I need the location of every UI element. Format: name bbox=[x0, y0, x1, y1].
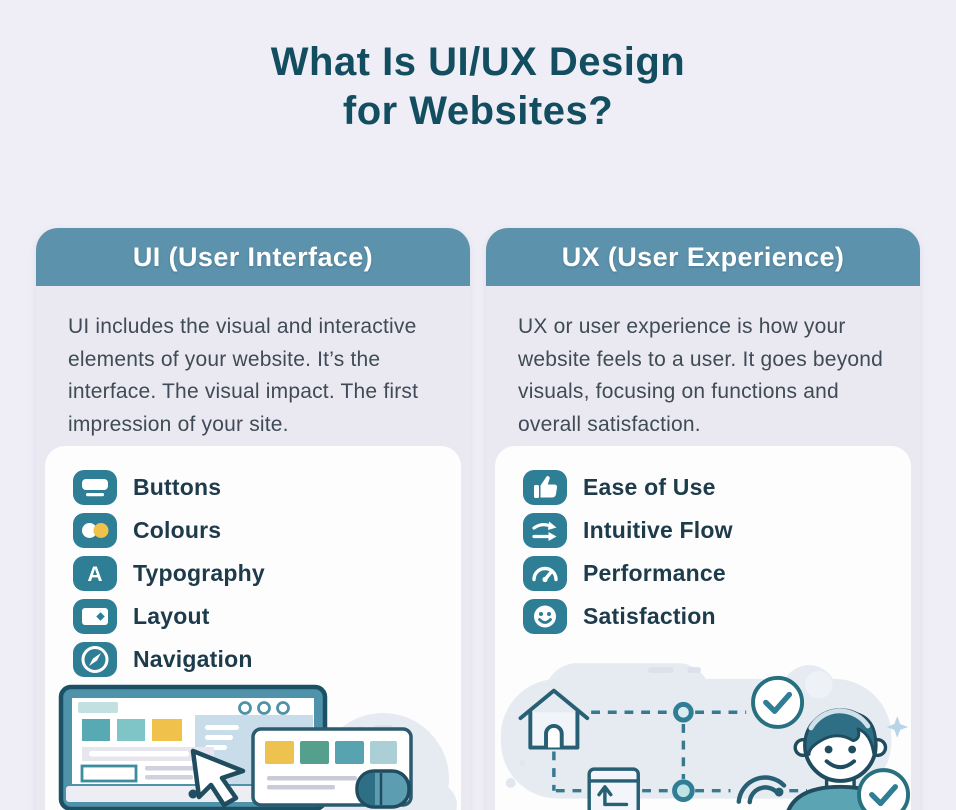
ux-card: UX (User Experience) UX or user experien… bbox=[486, 228, 920, 810]
ux-card-panel: Ease of Use Intuitive Flow bbox=[495, 446, 911, 810]
letter-a-icon: A bbox=[73, 556, 117, 591]
page-title: What Is UI/UX Design for Websites? bbox=[0, 38, 956, 136]
thumbs-up-icon bbox=[523, 470, 567, 505]
smiley-icon bbox=[523, 599, 567, 634]
list-item-label: Layout bbox=[133, 603, 210, 629]
list-item-label: Satisfaction bbox=[583, 603, 716, 629]
list-item: Ease of Use bbox=[523, 470, 911, 505]
ui-card: UI (User Interface) UI includes the visu… bbox=[36, 228, 470, 810]
list-item: Layout bbox=[73, 599, 461, 634]
ui-card-description: UI includes the visual and interactive e… bbox=[68, 315, 419, 436]
list-item: Intuitive Flow bbox=[523, 513, 911, 548]
list-item-label: Performance bbox=[583, 560, 726, 586]
flow-arrows-icon bbox=[523, 513, 567, 548]
house-icon bbox=[518, 688, 590, 750]
color-dots-icon bbox=[73, 513, 117, 548]
gauge-icon bbox=[523, 556, 567, 591]
list-item-label: Ease of Use bbox=[583, 474, 716, 500]
list-item-label: Navigation bbox=[133, 646, 253, 672]
ux-card-header: UX (User Experience) bbox=[486, 228, 920, 286]
list-item-label: Typography bbox=[133, 560, 265, 586]
sparkle-icon bbox=[886, 716, 909, 738]
cursor-icon bbox=[190, 748, 246, 808]
ux-card-description: UX or user experience is how your websit… bbox=[518, 315, 884, 436]
list-item: A Typography bbox=[73, 556, 461, 591]
list-item: Performance bbox=[523, 556, 911, 591]
ui-illustration bbox=[45, 679, 461, 810]
list-item-label: Intuitive Flow bbox=[583, 517, 733, 543]
ui-card-panel: Buttons Colours A Typography bbox=[45, 446, 461, 810]
browser-window-icon bbox=[587, 767, 640, 810]
list-item: Satisfaction bbox=[523, 599, 911, 634]
svg-text:A: A bbox=[87, 563, 102, 586]
list-item: Navigation bbox=[73, 642, 461, 677]
cards-container: UI (User Interface) UI includes the visu… bbox=[36, 228, 920, 810]
list-item: Buttons bbox=[73, 470, 461, 505]
page-title-line2: for Websites? bbox=[342, 89, 614, 134]
page-title-line1: What Is UI/UX Design bbox=[270, 40, 686, 84]
mouse-icon bbox=[355, 769, 411, 809]
signal-arc-icon bbox=[736, 775, 787, 805]
ux-illustration bbox=[495, 652, 911, 810]
layout-icon bbox=[73, 599, 117, 634]
button-icon bbox=[73, 470, 117, 505]
list-item: Colours bbox=[73, 513, 461, 548]
list-item-label: Colours bbox=[133, 517, 222, 543]
ui-card-header: UI (User Interface) bbox=[36, 228, 470, 286]
path-node bbox=[673, 701, 694, 723]
check-circle-icon bbox=[751, 675, 805, 729]
check-circle-icon bbox=[857, 768, 911, 810]
path-node bbox=[672, 779, 695, 802]
compass-icon bbox=[73, 642, 117, 677]
list-item-label: Buttons bbox=[133, 474, 222, 500]
